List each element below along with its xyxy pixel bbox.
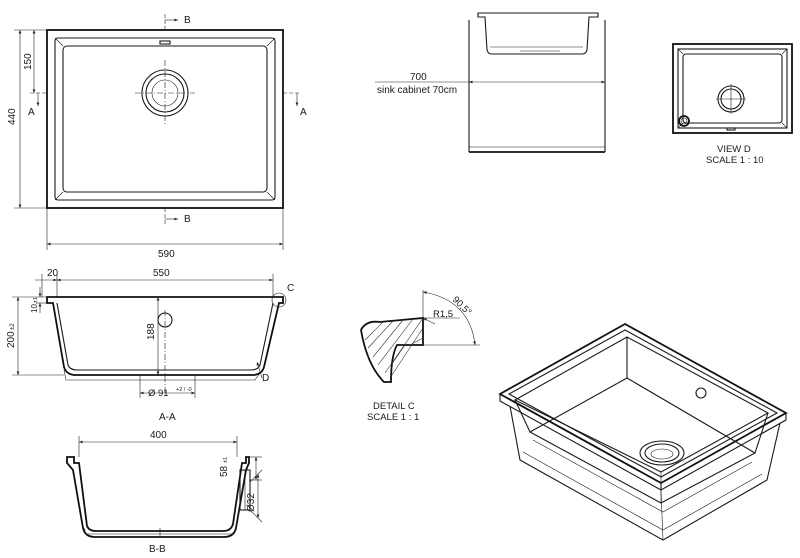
dim-bb-width: 400 [150, 430, 167, 441]
sink-rim-outline [54, 37, 276, 201]
section-a-a: C D 20 550 200 ±2 10 ±1 188 Ø 91 +2 / -0… [6, 268, 294, 423]
detail-c-hatch [364, 317, 424, 379]
view-d-scale: SCALE 1 : 10 [706, 155, 764, 166]
detail-c-title: DETAIL C [373, 401, 415, 412]
iso-drain [639, 440, 685, 466]
dim-angle: 90,5° [450, 294, 474, 318]
section-aa-profile [46, 296, 284, 376]
view-d: VIEW D SCALE 1 : 10 [672, 43, 793, 166]
dim-cabinet-width: 700 [410, 72, 427, 83]
view-d-outer [672, 43, 793, 134]
dim-depth: 200 [6, 331, 17, 348]
dim-overflow-tol: ±1 [223, 457, 229, 463]
detail-c-scale: SCALE 1 : 1 [367, 412, 419, 423]
dim-drain-offset: 150 [23, 53, 34, 70]
dim-overflow-diameter: Ø32 [246, 493, 257, 512]
dim-top-width: 590 [158, 249, 175, 260]
dim-drain-diameter: Ø 91 [148, 388, 169, 399]
cabinet-note: sink cabinet 70cm [377, 85, 457, 96]
isometric-view [498, 322, 788, 541]
detail-c-profile [360, 317, 424, 383]
view-d-title: VIEW D [717, 144, 751, 155]
dim-drain-height: 188 [146, 323, 157, 340]
section-aa-title: A-A [159, 412, 176, 423]
top-view: B B A A 590 440 150 [7, 14, 307, 260]
view-d-corner-detail [678, 115, 690, 127]
dim-top-height: 440 [7, 108, 18, 125]
view-d-marker: D [262, 373, 269, 384]
dim-rim-tol: ±1 [33, 297, 39, 303]
section-a-left-label: A [28, 107, 35, 118]
section-b-bottom-label: B [184, 214, 191, 225]
section-bb-profile [66, 456, 250, 538]
detail-c-circle [271, 292, 287, 308]
dim-radius: R1,5 [433, 309, 453, 320]
detail-c: R1,5 90,5° DETAIL C SCALE 1 : 1 [360, 290, 480, 423]
dim-flange: 20 [47, 268, 59, 279]
sink-profile [477, 12, 599, 55]
dim-inner-width: 550 [153, 268, 170, 279]
dim-rim: 10 [30, 304, 39, 313]
section-a-right-label: A [300, 107, 307, 118]
sink-bowl-outline [62, 45, 268, 193]
cabinet-view: 700 sink cabinet 70cm [375, 12, 606, 153]
section-bb-title: B-B [149, 544, 166, 555]
dim-drain-diameter-tol: +2 / -0 [176, 387, 192, 393]
detail-c-marker: C [287, 283, 294, 294]
dim-overflow-height: 58 [219, 465, 230, 477]
overflow-slot [159, 40, 171, 45]
section-b-top-label: B [184, 15, 191, 26]
section-b-b: 400 58 ±1 Ø32 B-B [66, 430, 263, 555]
dim-depth-tol: ±2 [10, 323, 16, 330]
iso-overflow [695, 387, 707, 399]
